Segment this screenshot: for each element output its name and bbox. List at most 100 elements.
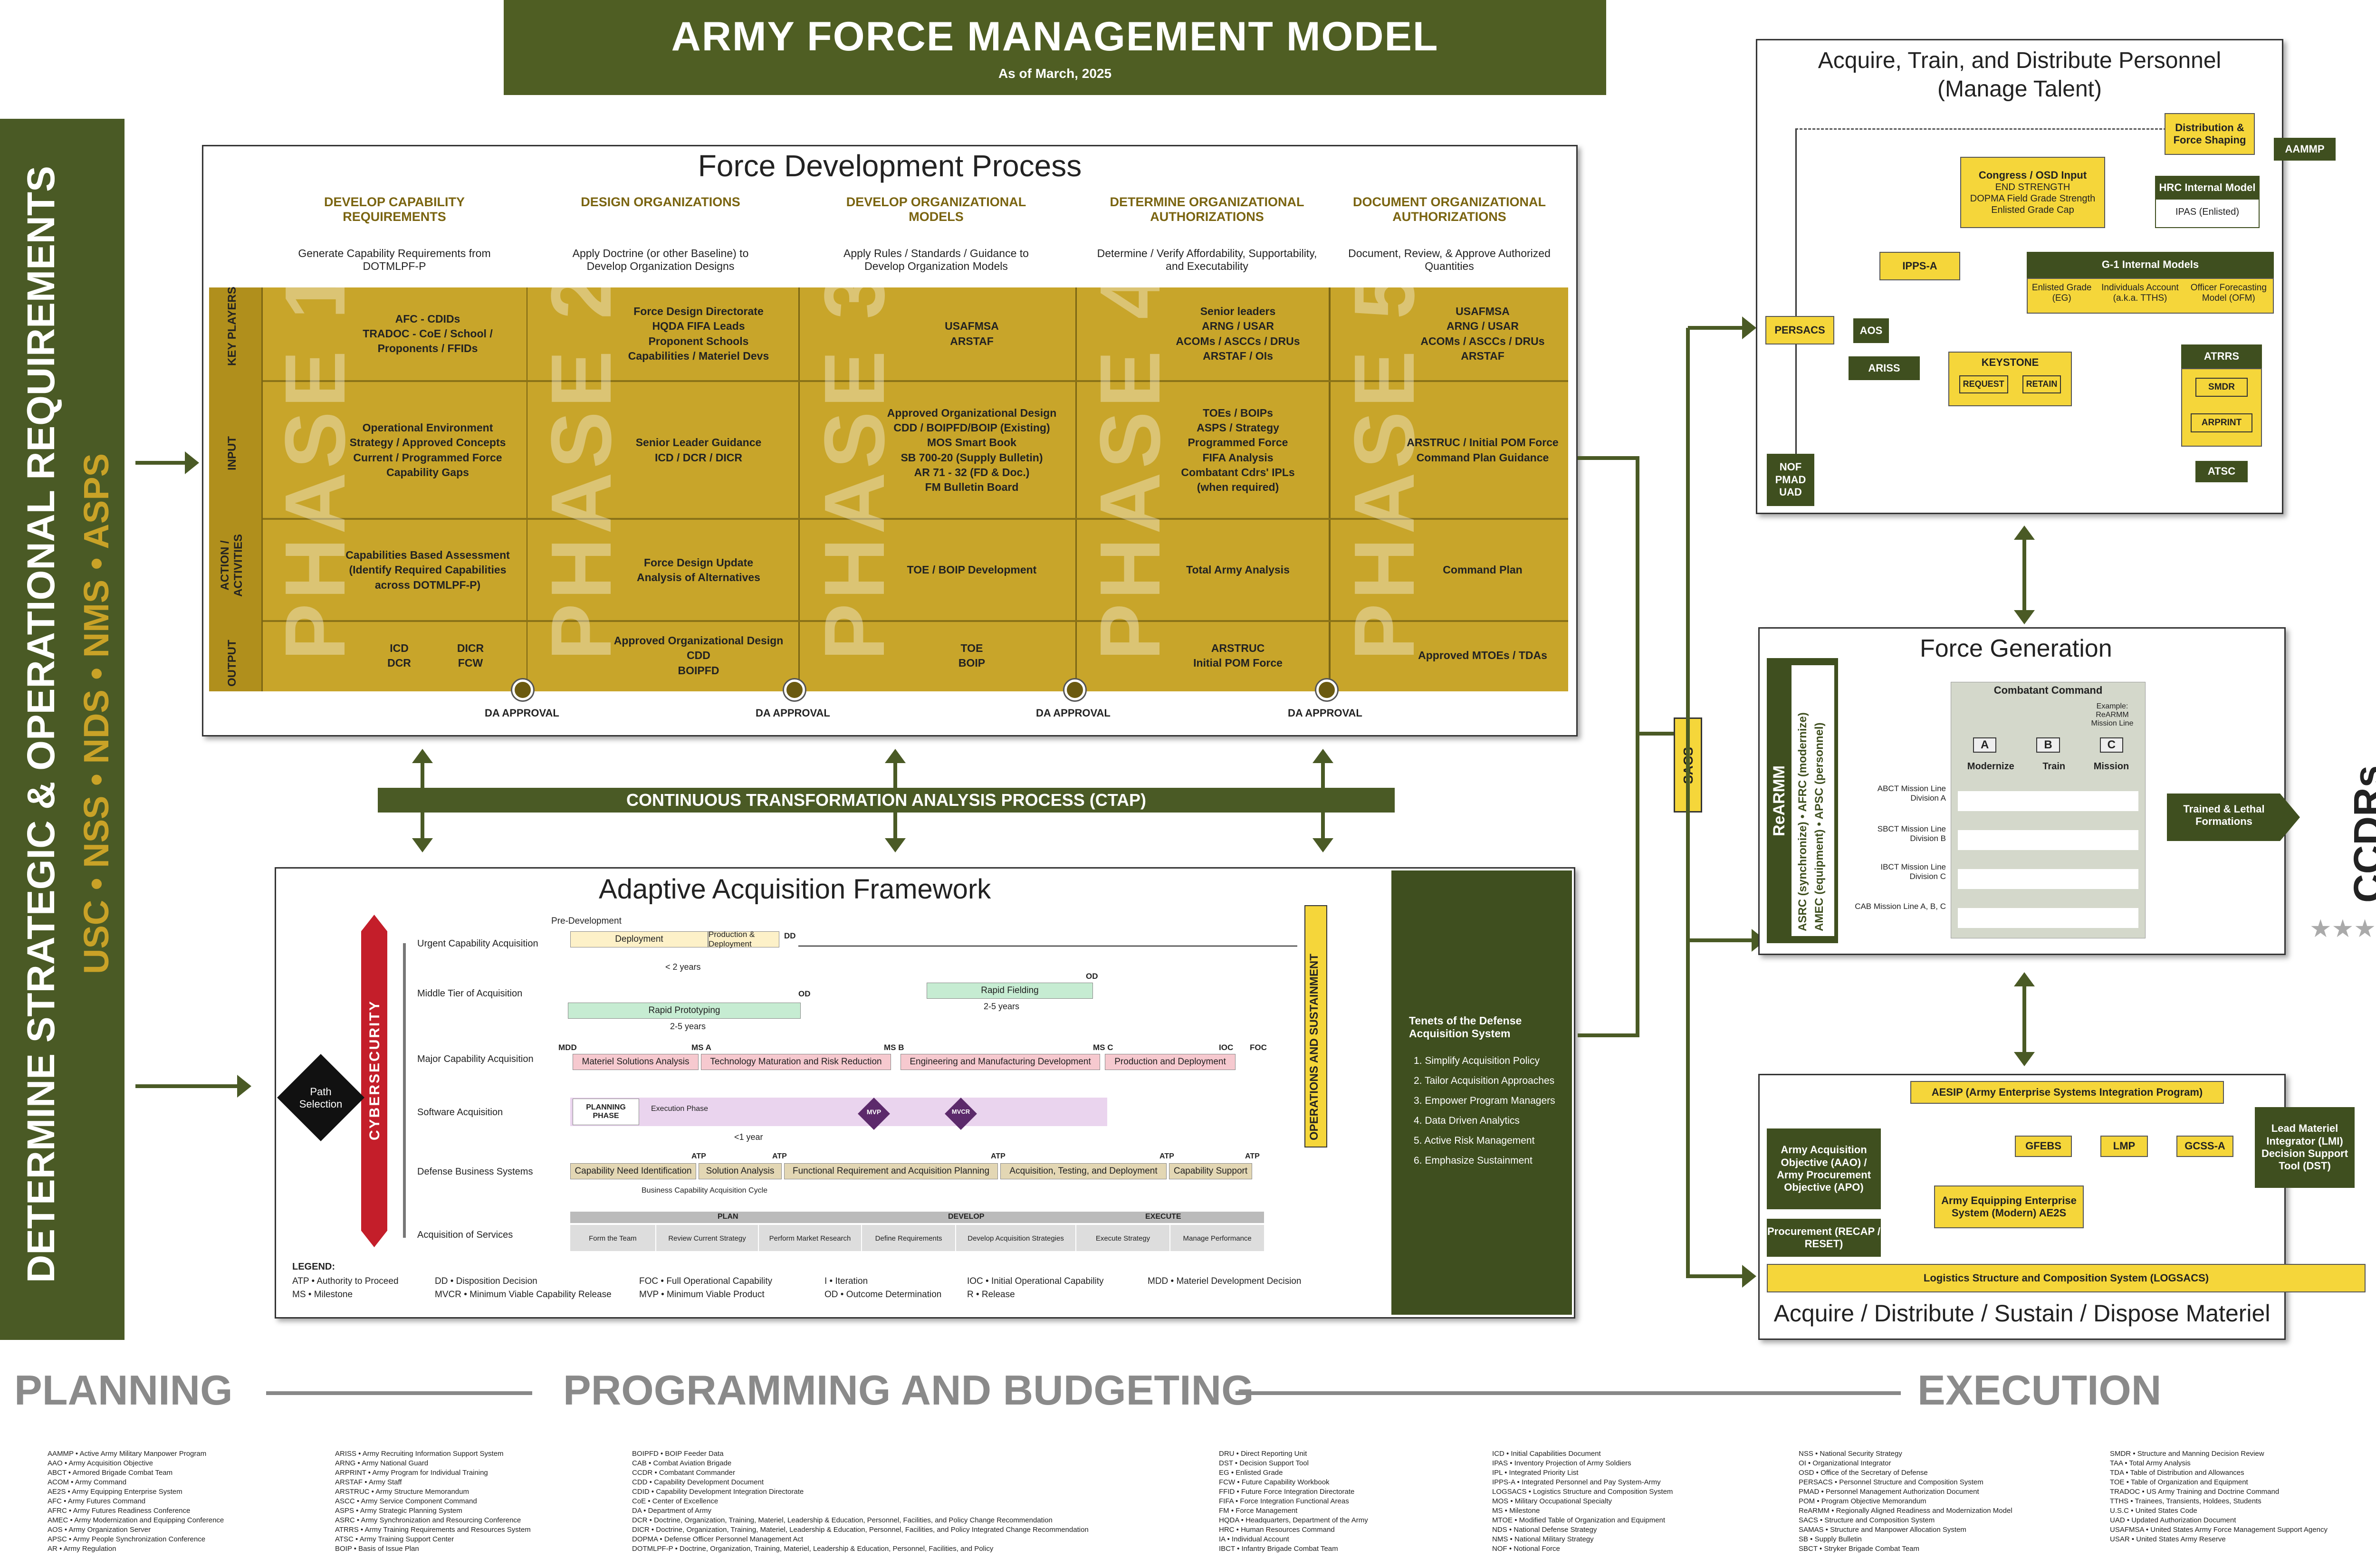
glossary-item: BOIP • Basis of Issue Plan xyxy=(335,1545,419,1553)
glossary-item: MS • Milestone xyxy=(1492,1507,1540,1515)
glossary-item: IPL • Integrated Priority List xyxy=(1492,1469,1579,1477)
glossary-item: AOS • Army Organization Server xyxy=(48,1526,151,1534)
row-label-input: INPUT xyxy=(226,436,239,470)
glossary-item: TAA • Total Army Analysis xyxy=(2110,1459,2191,1467)
path-selection-label: Path Selection xyxy=(299,1086,343,1110)
phase3-input: Approved Organizational Design CDD / BOI… xyxy=(887,407,1057,493)
strategic-requirements-bar: DETERMINE STRATEGIC & OPERATIONAL REQUIR… xyxy=(0,119,125,1340)
cybersecurity-label: CYBERSECURITY xyxy=(367,1000,383,1140)
col-train: Train xyxy=(2042,761,2066,772)
glossary-item: AMEC • Army Modernization and Equipping … xyxy=(48,1516,224,1524)
glossary-item: FIFA • Force Integration Functional Area… xyxy=(1219,1497,1349,1505)
swa-planning: PLANNING PHASE xyxy=(573,1099,639,1125)
arrow-to-forcegen-base xyxy=(1688,929,1766,952)
aaf-row-software: Software Acquisition xyxy=(417,1107,503,1118)
forcegen-abc: A B C xyxy=(1953,737,2143,753)
aaf-row-business: Defense Business Systems xyxy=(417,1166,533,1177)
da-approval-milestone xyxy=(1316,679,1337,700)
phase1-column xyxy=(263,287,527,691)
g1-ofm: Officer Forecasting Model (OFM) xyxy=(2190,283,2267,303)
mta-od: OD xyxy=(798,989,811,998)
glossary-item: NMS • National Military Strategy xyxy=(1492,1535,1594,1543)
glossary-item: USAFMSA • United States Army Force Manag… xyxy=(2110,1526,2328,1534)
glossary-item: DA • Department of Army xyxy=(632,1507,711,1515)
glossary-item: NDS • National Defense Strategy xyxy=(1492,1526,1597,1534)
phase5-key-players: USAFMSA ARNG / USAR ACOMs / ASCCs / DRUs… xyxy=(1420,305,1545,362)
legend-item: OD • Outcome Determination xyxy=(824,1290,942,1300)
aao-apo-box: Army Acquisition Objective (AAO) / Army … xyxy=(1767,1128,1881,1209)
glossary-item: POM • Program Objective Memorandum xyxy=(1799,1497,1926,1505)
congress-osd-box: Congress / OSD Input END STRENGTH DOPMA … xyxy=(1960,157,2105,228)
glossary-item: AAMMP • Active Army Military Manpower Pr… xyxy=(48,1450,207,1458)
four-star-icon: ★★★★ xyxy=(2309,915,2376,943)
swa-band xyxy=(570,1098,1107,1126)
gcss-box: GCSS-A xyxy=(2176,1136,2233,1157)
col-mission: Mission xyxy=(2093,761,2129,772)
phase5-output: Approved MTOEs / TDAs xyxy=(1418,649,1547,662)
title-banner: ARMY FORCE MANAGEMENT MODEL As of March,… xyxy=(504,0,1606,95)
da-approval-milestone xyxy=(512,679,533,700)
glossary-item: ARSTRUC • Army Structure Memorandum xyxy=(335,1488,469,1496)
mca-materiel-solutions: Materiel Solutions Analysis xyxy=(573,1054,699,1070)
phase1-key-players: AFC - CDIDs TRADOC - CoE / School / Prop… xyxy=(363,312,493,355)
glossary-item: ASPS • Army Strategic Planning System xyxy=(335,1507,462,1515)
glossary-item: IPPS-A • Integrated Personnel and Pay Sy… xyxy=(1492,1478,1661,1486)
phase1-heading: DEVELOP CAPABILITY REQUIREMENTS xyxy=(324,195,465,224)
ctap-bar: CONTINUOUS TRANSFORMATION ANALYSIS PROCE… xyxy=(378,788,1395,813)
glossary-item: CDD • Capability Development Document xyxy=(632,1478,764,1486)
ppb-execution-arrow xyxy=(1236,1391,1901,1395)
ccdrs-label: CCDRs xyxy=(2346,765,2376,903)
arrow-to-aaf xyxy=(135,1075,251,1098)
dbs-solution: Solution Analysis xyxy=(699,1163,782,1179)
forcegen-columns: Modernize Train Mission xyxy=(1953,761,2143,772)
glossary-item: TTHS • Trainees, Transients, Holdees, St… xyxy=(2110,1497,2261,1505)
phase2-description: Apply Doctrine (or other Baseline) to De… xyxy=(572,247,749,272)
keystone-box: KEYSTONE REQUEST RETAIN xyxy=(1948,352,2072,406)
legend-item xyxy=(1148,1288,1338,1301)
glossary-item: CDID • Capability Development Integratio… xyxy=(632,1488,804,1496)
dbs-need: Capability Need Identification xyxy=(570,1163,696,1179)
aaf-connector xyxy=(1578,1033,1639,1037)
glossary-item: FM • Force Management xyxy=(1219,1507,1298,1515)
cybersecurity-bar xyxy=(361,915,387,1247)
glossary-item: EG • Enlisted Grade xyxy=(1219,1469,1283,1477)
planning-ppb-arrow xyxy=(266,1391,532,1395)
phase3-action: TOE / BOIP Development xyxy=(907,564,1037,576)
sacs-connector xyxy=(1636,732,1674,736)
phase5-heading: DOCUMENT ORGANIZATIONAL AUTHORIZATIONS xyxy=(1353,195,1546,224)
phase4-input: TOEs / BOIPs ASPS / Strategy Programmed … xyxy=(1181,407,1295,493)
glossary-item: IA • Individual Account xyxy=(1219,1535,1289,1543)
personnel-title-line1: Acquire, Train, and Distribute Personnel xyxy=(1818,48,2222,73)
phase3-output: TOE BOIP xyxy=(958,641,986,669)
tenet-item: 5. Active Risk Management xyxy=(1414,1135,1535,1146)
glossary-item: ATSC • Army Training Support Center xyxy=(335,1535,454,1543)
strategic-requirements-label: DETERMINE STRATEGIC & OPERATIONAL REQUIR… xyxy=(19,166,63,1283)
personnel-title: Acquire, Train, and Distribute Personnel… xyxy=(1756,47,2283,104)
glossary-item: OI • Organizational Integrator xyxy=(1799,1459,1891,1467)
glossary-item: AR • Army Regulation xyxy=(48,1545,116,1553)
mca-mdd: MDD xyxy=(558,1043,577,1052)
tenet-item: 4. Data Driven Analytics xyxy=(1414,1115,1520,1126)
phase4-output: ARSTRUC Initial POM Force xyxy=(1193,641,1283,669)
glossary-col-1: AAMMP • Active Army Military Manpower Pr… xyxy=(48,1449,314,1554)
mvp-label: MVP xyxy=(866,1108,881,1116)
materiel-title: Acquire / Distribute / Sustain / Dispose… xyxy=(1773,1300,2271,1327)
planning-label: PLANNING xyxy=(14,1367,233,1414)
glossary-item: AFC • Army Futures Command xyxy=(48,1497,146,1505)
glossary-item: ASRC • Army Synchronization and Resourci… xyxy=(335,1516,521,1524)
page-title: ARMY FORCE MANAGEMENT MODEL xyxy=(671,14,1439,59)
glossary-item: ACOM • Army Command xyxy=(48,1478,127,1486)
glossary-item: SAMAS • Structure and Manpower Allocatio… xyxy=(1799,1526,1966,1534)
da-approval-label: DA APPROVAL xyxy=(756,707,830,719)
unit-a: A xyxy=(1973,737,1997,753)
glossary-item: ARNG • Army National Guard xyxy=(335,1459,429,1467)
sacs-trunk xyxy=(1686,328,1690,1278)
fdp-title: Force Development Process xyxy=(698,149,1082,183)
aos-step: Execute Strategy xyxy=(1076,1225,1171,1251)
da-approval-milestone xyxy=(1064,679,1085,700)
uca-production: Production & Deployment xyxy=(708,930,779,948)
phase1-action: Capabilities Based Assessment (Identify … xyxy=(345,549,510,591)
tenets-list: 1. Simplify Acquisition Policy 2. Tailor… xyxy=(1414,1051,1555,1171)
row-label-output: OUTPUT xyxy=(226,640,239,687)
g1-models-box: Enlisted Grade (EG) Individuals Account … xyxy=(2027,278,2274,314)
